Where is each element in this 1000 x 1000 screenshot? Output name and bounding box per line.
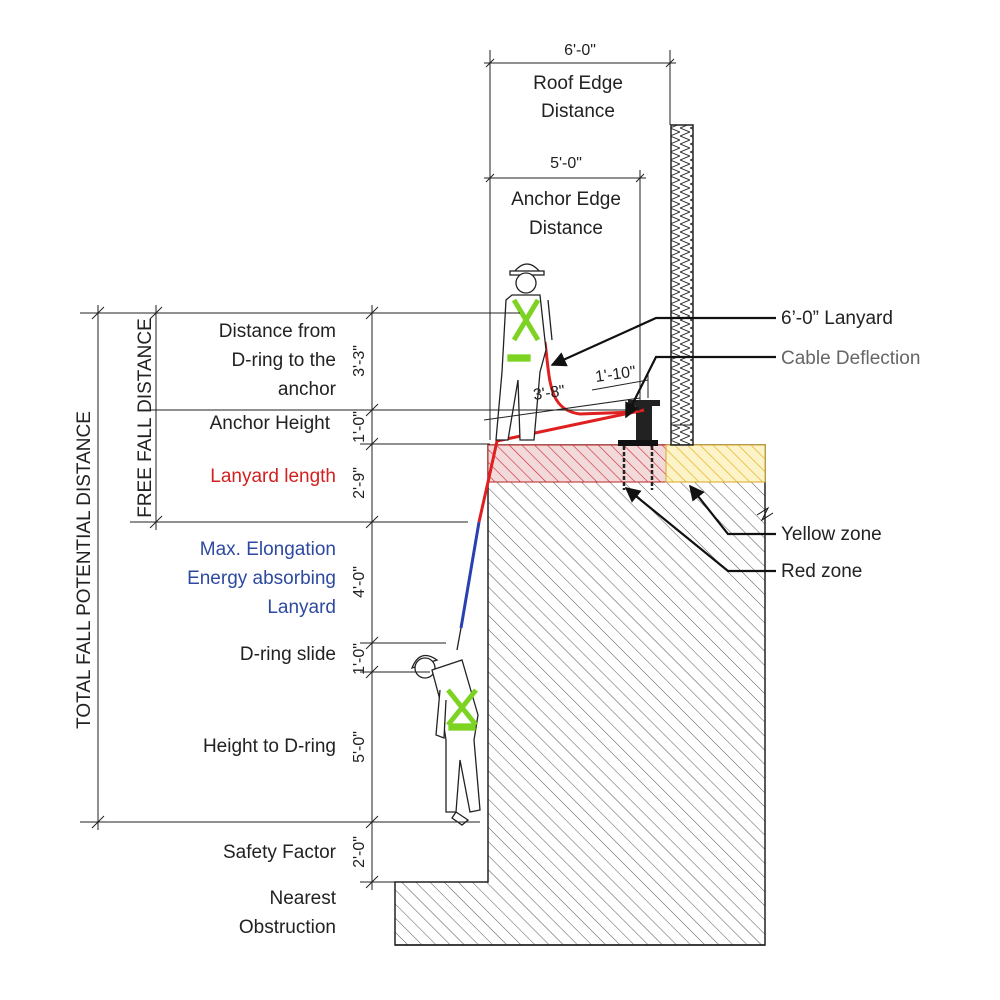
elongation-label-2: Energy absorbing [187, 568, 336, 589]
break-mark [756, 506, 774, 522]
lanyard-horizontal-value: 3'-8" [532, 383, 566, 404]
dim-safety-factor: 2'-0" [351, 836, 368, 868]
dim-height-dring: 5'-0" [351, 731, 368, 763]
dim-dring-anchor: 3'-3" [351, 345, 368, 377]
yellow-zone-strip [665, 444, 766, 483]
safety-factor-label: Safety Factor [223, 842, 337, 863]
dring-anchor-label-2: D-ring to the [231, 350, 336, 371]
building-structure [394, 124, 774, 946]
dim-anchor-height: 1'-0" [351, 411, 368, 443]
red-zone-callout: Red zone [781, 561, 862, 582]
cable-deflection-callout: Cable Deflection [781, 348, 920, 369]
anchor-edge-label-1: Anchor Edge [511, 189, 621, 210]
parapet-wall [670, 124, 694, 446]
standing-lanyard-red [543, 341, 637, 416]
roof-edge-value: 6'-0" [564, 42, 596, 59]
anchor-edge-value: 5'-0" [550, 155, 582, 172]
deflection-value: 1'-10" [594, 363, 637, 386]
lanyard-lines [459, 341, 645, 629]
deflected-cable-red [486, 408, 645, 483]
anchor-height-label: Anchor Height [210, 413, 331, 434]
left-labels: Distance from D-ring to the anchor Ancho… [187, 321, 337, 938]
dring-slide-label: D-ring slide [240, 644, 336, 665]
hanging-worker-figure [410, 627, 481, 826]
total-fall-label: TOTAL FALL POTENTIAL DISTANCE [74, 411, 95, 729]
lanyard-dims [483, 374, 649, 421]
anchor-assembly [618, 400, 660, 490]
dring-anchor-label-3: anchor [278, 379, 337, 400]
falling-lanyard-blue [459, 521, 481, 629]
dim-lanyard-length: 2'-9" [351, 467, 368, 499]
red-zone-strip [487, 444, 667, 483]
dring-anchor-label-1: Distance from [219, 321, 336, 342]
top-dimensions [484, 50, 676, 440]
vertical-dimension-lines [80, 305, 640, 890]
lanyard-length-label: Lanyard length [210, 466, 336, 487]
dim-dring-slide: 1'-0" [351, 643, 368, 675]
height-dring-label: Height to D-ring [203, 736, 336, 757]
roof-edge-label-2: Distance [541, 101, 615, 122]
elongation-label-1: Max. Elongation [200, 539, 336, 560]
standing-worker-figure [495, 263, 553, 441]
lanyard-callout: 6’-0” Lanyard [781, 308, 893, 329]
elongation-label-3: Lanyard [267, 597, 336, 618]
roof-edge-label-1: Roof Edge [533, 73, 623, 94]
callout-leaders [550, 316, 776, 573]
anchor-edge-label-2: Distance [529, 218, 603, 239]
yellow-zone-callout: Yellow zone [781, 524, 882, 545]
nearest-obstruction-label-2: Obstruction [239, 917, 336, 938]
falling-lanyard-red [477, 481, 490, 523]
nearest-obstruction-label-1: Nearest [269, 888, 336, 909]
free-fall-label: FREE FALL DISTANCE [135, 318, 156, 518]
dim-elongation: 4'-0" [351, 566, 368, 598]
